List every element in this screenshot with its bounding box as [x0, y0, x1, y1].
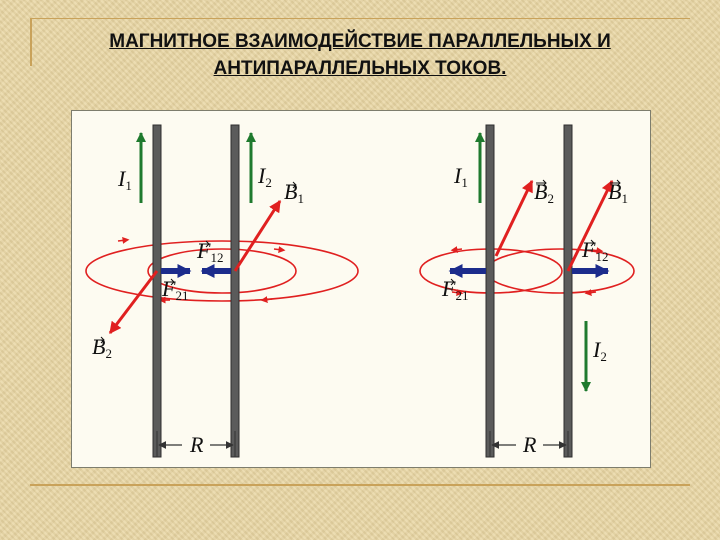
diagram-svg: I1 I2 B1 B2 F12 F21 R I1 I2 B1	[85, 124, 635, 458]
distance-label: R	[189, 432, 204, 457]
wire-2	[563, 124, 573, 458]
footer-rule	[30, 484, 690, 486]
field-direction-tick	[591, 247, 604, 255]
current-label-i1: I1	[453, 163, 468, 190]
field-direction-tick	[450, 246, 463, 254]
field-vector-b2	[494, 179, 534, 257]
vector-mark	[584, 239, 595, 247]
current-label-i2: I2	[257, 163, 272, 190]
field-line-1	[485, 248, 635, 294]
diagram-panel: I1 I2 B1 B2 F12 F21 R I1 I2 B1	[71, 110, 651, 468]
field-vector-b2	[108, 270, 159, 334]
wire-2	[230, 124, 240, 458]
force-label-f21: F21	[161, 276, 188, 303]
vector-mark	[94, 336, 105, 344]
distance-label: R	[522, 432, 537, 457]
vector-mark	[199, 240, 210, 248]
wire-1	[152, 124, 162, 458]
vector-mark	[536, 179, 547, 187]
header-rule	[30, 18, 690, 19]
vector-mark	[444, 278, 455, 286]
field-line-outer	[147, 248, 297, 294]
current-label-i2: I2	[592, 337, 607, 364]
vector-mark	[164, 278, 175, 286]
field-direction-tick	[584, 289, 597, 297]
title-line-2: АНТИПАРАЛЛЕЛЬНЫХ ТОКОВ.	[213, 58, 507, 79]
field-direction-tick	[260, 296, 273, 304]
field-line-inner	[85, 240, 359, 302]
slide-title: МАГНИТНОЕ ВЗАИМОДЕЙСТВИЕ ПАРАЛЛЕЛЬНЫХ И …	[40, 28, 680, 82]
field-vector-b1	[233, 199, 282, 272]
title-line-1: МАГНИТНОЕ ВЗАИМОДЕЙСТВИЕ ПАРАЛЛЕЛЬНЫХ И	[109, 31, 611, 52]
field-direction-tick	[117, 236, 130, 244]
current-label-i1: I1	[117, 166, 132, 193]
force-label-f12: F12	[196, 238, 223, 265]
wire-1	[485, 124, 495, 458]
field-direction-tick	[451, 289, 464, 297]
header-accent-line	[30, 18, 32, 66]
force-label-f21: F21	[441, 276, 468, 303]
parallel-currents-diagram: I1 I2 B1 B2 F12 F21 R	[85, 124, 359, 458]
force-label-f12: F12	[581, 237, 608, 264]
vector-mark	[610, 179, 621, 187]
field-vector-b1	[566, 179, 614, 272]
antiparallel-currents-diagram: I1 I2 B1 B2 F12 F21 R	[419, 124, 635, 458]
field-direction-tick	[273, 246, 286, 254]
vector-mark	[286, 181, 297, 189]
